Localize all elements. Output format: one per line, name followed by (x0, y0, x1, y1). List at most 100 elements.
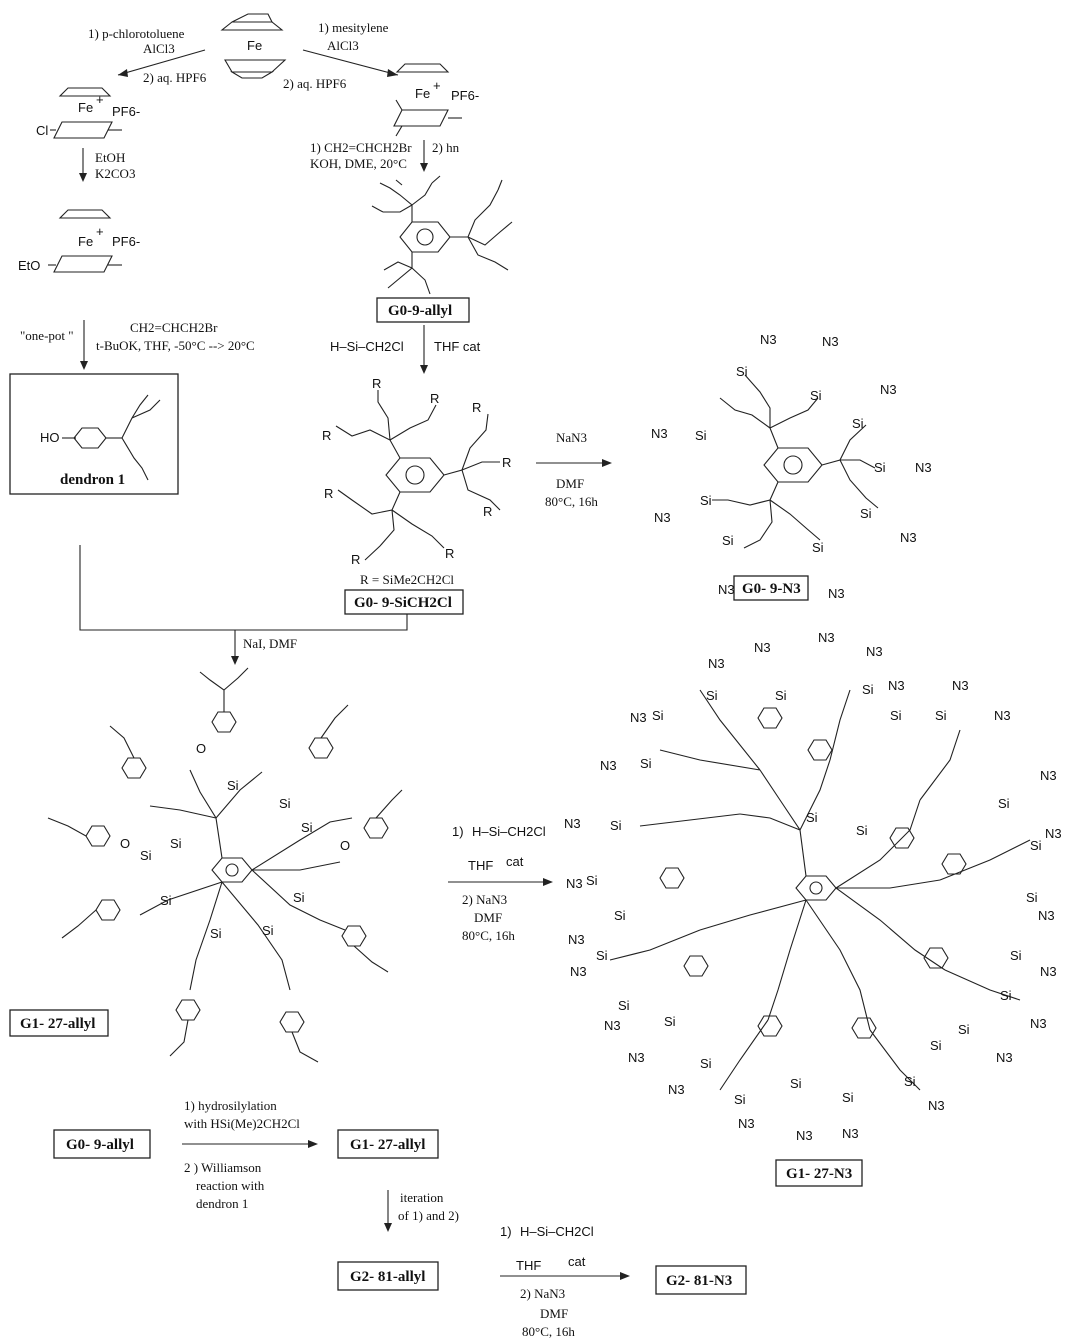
arrow-to-right (302, 49, 399, 76)
step-text: 1) p-chlorotoluene (88, 26, 185, 41)
svg-text:PF6-: PF6- (451, 88, 479, 103)
step-text: 2) aq. HPF6 (143, 70, 207, 85)
svg-text:N3: N3 (915, 460, 932, 475)
svg-text:Si: Si (806, 810, 818, 825)
svg-text:Si: Si (227, 778, 239, 793)
step-text: t-BuOK, THF, -50°C --> 20°C (96, 338, 255, 353)
step-text: 1) CH2=CHCH2Br (310, 140, 412, 155)
hsi-reagent: H–Si–CH2Cl (330, 339, 404, 354)
svg-text:N3: N3 (822, 334, 839, 349)
svg-text:+: + (433, 78, 441, 93)
g1-n3-label: G1- 27-N3 (786, 1166, 852, 1182)
svg-text:Si: Si (958, 1022, 970, 1037)
svg-text:R: R (324, 486, 333, 501)
svg-text:Cl: Cl (36, 123, 48, 138)
svg-text:Si: Si (1010, 948, 1022, 963)
g0-n3-structure: Si Si Si Si Si Si Si Si Si N3 N3 N3 N3 N… (651, 332, 932, 601)
g2-n3-box (655, 1265, 747, 1295)
svg-text:Si: Si (860, 506, 872, 521)
svg-text:Si: Si (695, 428, 707, 443)
g1-allyl-label-bottom: G1- 27-allyl (350, 1137, 425, 1153)
step-text: 1) hydrosilylation (184, 1098, 277, 1113)
svg-text:Si: Si (874, 460, 886, 475)
svg-text:N3: N3 (818, 630, 835, 645)
g2-allyl-label: G2- 81-allyl (350, 1269, 425, 1285)
svg-text:Fe: Fe (415, 86, 430, 101)
svg-text:Si: Si (734, 1092, 746, 1107)
svg-text:Si: Si (664, 1014, 676, 1029)
svg-text:N3: N3 (570, 964, 587, 979)
svg-text:Si: Si (640, 756, 652, 771)
step-text: NaN3 (556, 430, 587, 445)
svg-text:Si: Si (170, 836, 182, 851)
svg-text:Fe: Fe (78, 234, 93, 249)
step-text: NaI, DMF (243, 636, 297, 651)
svg-text:Si: Si (596, 948, 608, 963)
svg-text:Si: Si (904, 1074, 916, 1089)
svg-text:+: + (96, 92, 104, 107)
chlorotoluene-complex: Fe + PF6- Cl (36, 87, 140, 139)
step-text: with HSi(Me)2CH2Cl (184, 1116, 300, 1131)
g1-allyl-box (9, 1009, 109, 1037)
r-definition: R = SiMe2CH2Cl (360, 572, 454, 587)
connector-line (79, 545, 408, 631)
step-text: THF (468, 858, 493, 873)
svg-text:Si: Si (618, 998, 630, 1013)
step-text: EtOH (95, 150, 125, 165)
svg-text:N3: N3 (1045, 826, 1062, 841)
svg-text:Si: Si (842, 1090, 854, 1105)
dendron1-structure: HO (40, 394, 161, 481)
step-text: DMF (540, 1306, 568, 1321)
svg-text:Si: Si (1030, 838, 1042, 853)
arrow-to-left (117, 49, 206, 76)
svg-text:Si: Si (262, 923, 274, 938)
dendron1-box (9, 373, 179, 495)
g1-allyl-structure: Si Si Si Si Si Si Si Si Si O O O (47, 667, 403, 1063)
svg-text:EtO: EtO (18, 258, 40, 273)
step-text: 80°C, 16h (545, 494, 598, 509)
svg-text:N3: N3 (718, 582, 735, 597)
g0-sicl-label: G0- 9-SiCH2Cl (354, 595, 452, 611)
svg-text:R: R (502, 455, 511, 470)
svg-text:O: O (196, 741, 206, 756)
svg-text:Si: Si (706, 688, 718, 703)
svg-text:HO: HO (40, 430, 60, 445)
svg-text:Fe: Fe (78, 100, 93, 115)
ferrocene: Fe (220, 13, 287, 79)
step-text: 1) (500, 1224, 512, 1239)
svg-text:R: R (372, 376, 381, 391)
svg-text:N3: N3 (628, 1050, 645, 1065)
svg-text:Si: Si (930, 1038, 942, 1053)
step-text: KOH, DME, 20°C (310, 156, 407, 171)
svg-text:Si: Si (610, 818, 622, 833)
svg-text:Si: Si (210, 926, 222, 941)
svg-text:N3: N3 (900, 530, 917, 545)
svg-text:N3: N3 (996, 1050, 1013, 1065)
svg-text:Si: Si (293, 890, 305, 905)
step-text: CH2=CHCH2Br (130, 320, 218, 335)
mesitylene-complex: Fe + PF6- (393, 63, 479, 137)
svg-text:N3: N3 (738, 1116, 755, 1131)
step-text: of 1) and 2) (398, 1208, 459, 1223)
svg-text:Si: Si (160, 893, 172, 908)
step-text: 1) mesitylene (318, 20, 389, 35)
svg-text:N3: N3 (600, 758, 617, 773)
step-text: K2CO3 (95, 166, 135, 181)
step-text: 2) hn (432, 140, 460, 155)
svg-text:Si: Si (812, 540, 824, 555)
g1-branch-aryl (85, 711, 389, 1033)
svg-text:N3: N3 (842, 1126, 859, 1141)
g1-allyl-box-bottom (337, 1129, 439, 1159)
svg-text:Si: Si (998, 796, 1010, 811)
svg-text:Si: Si (862, 682, 874, 697)
step-text: "one-pot " (20, 328, 74, 343)
svg-text:Si: Si (775, 688, 787, 703)
svg-text:Si: Si (1000, 988, 1012, 1003)
g0-allyl-box (376, 297, 470, 323)
svg-text:Fe: Fe (247, 38, 262, 53)
g0-n3-box (733, 575, 809, 601)
svg-text:N3: N3 (668, 1082, 685, 1097)
g1-n3-box (775, 1159, 863, 1187)
